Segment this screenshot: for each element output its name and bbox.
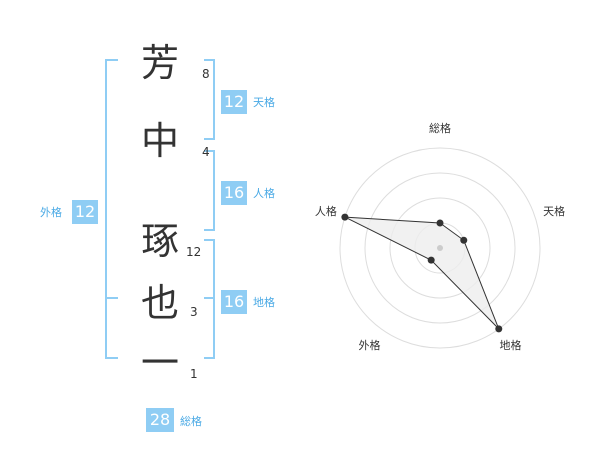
tenkaku-bracket: [204, 59, 215, 140]
chikaku-label: 地格: [253, 296, 275, 309]
radar-point: [341, 213, 349, 221]
radar-axis-label: 人格: [315, 204, 337, 218]
stroke-count-2: 4: [202, 145, 210, 159]
radar-point: [460, 236, 468, 244]
name-char-4: 也: [140, 281, 179, 325]
tenkaku-label: 天格: [253, 96, 275, 109]
soukaku-label: 総格: [180, 415, 202, 428]
gaikaku-label: 外格: [40, 206, 62, 219]
chikaku-badge: 16: [221, 290, 247, 314]
radar-grid-ring: [364, 172, 516, 324]
name-char-5: 一: [140, 341, 179, 385]
soukaku-badge: 28: [146, 408, 174, 432]
radar-grid-ring: [339, 147, 541, 349]
jinkaku-label: 人格: [253, 187, 275, 200]
stroke-count-3: 12: [186, 245, 202, 259]
name-char-2: 中: [140, 119, 179, 163]
radar-axis-label: 外格: [358, 338, 380, 352]
radar-axis-label: 地格: [500, 338, 522, 352]
jinkaku-bracket: [204, 150, 215, 231]
jinkaku-badge: 16: [221, 181, 247, 205]
gaikaku-bracket: [105, 59, 118, 359]
radar-axis-label: 総格: [429, 121, 451, 135]
tenkaku-badge: 12: [221, 90, 247, 114]
stroke-count-4: 3: [190, 305, 198, 319]
stroke-count-5: 1: [190, 367, 198, 381]
radar-point: [427, 256, 435, 264]
radar-point: [436, 219, 444, 227]
stroke-count-1: 8: [202, 67, 210, 81]
radar-axis-label: 天格: [543, 204, 565, 218]
name-char-1: 芳: [140, 41, 179, 85]
name-char-3: 琢: [140, 219, 179, 263]
radar-grid-ring: [389, 197, 491, 299]
radar-polygon: [344, 216, 500, 330]
radar-center: [437, 245, 443, 251]
gaikaku-badge: 12: [72, 200, 98, 224]
radar-point: [495, 325, 503, 333]
